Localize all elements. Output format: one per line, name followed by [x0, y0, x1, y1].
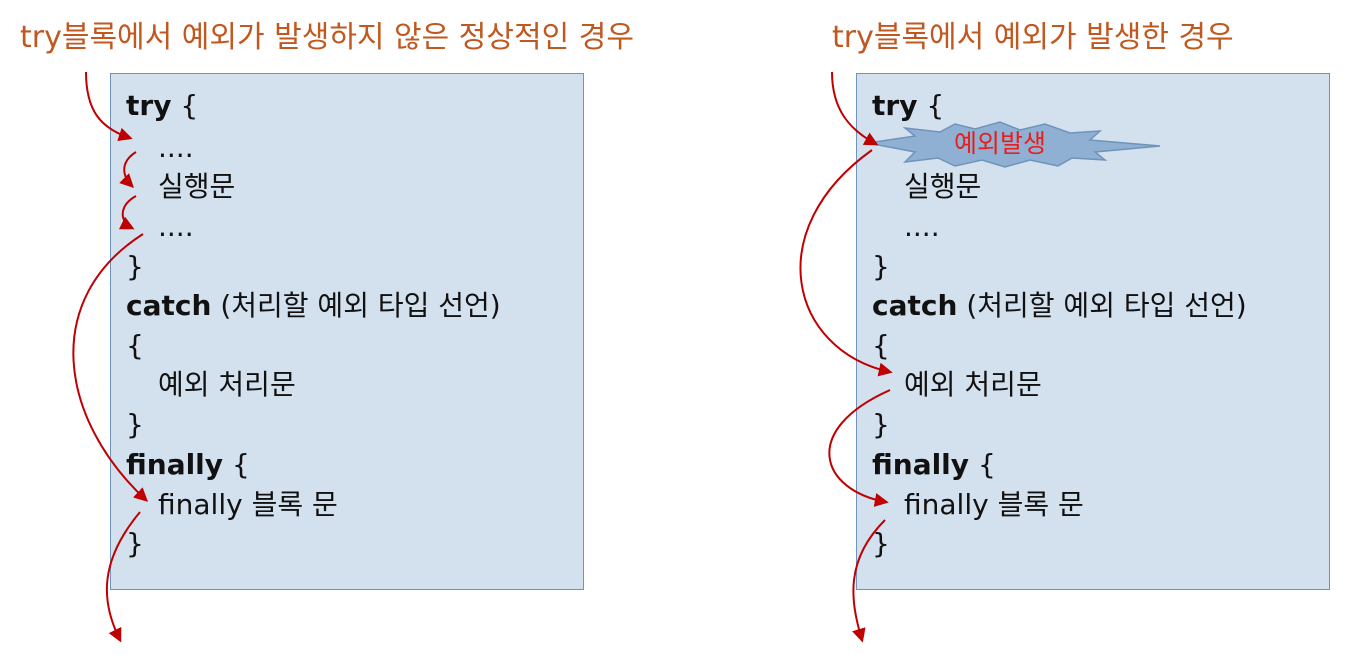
arrow-exit-right	[852, 519, 886, 643]
heading-exception-case: try블록에서 예외가 발생한 경우	[832, 20, 1234, 55]
try-line: try {	[126, 90, 198, 122]
close-brace: }	[872, 527, 890, 560]
catch-keyword: catch	[872, 289, 958, 322]
open-brace: {	[977, 448, 996, 481]
finally-statement: finally 블록 문	[904, 488, 1084, 521]
open-brace: {	[126, 329, 144, 362]
handler-line: 예외 처리문	[904, 368, 1042, 401]
arrow-exit-left	[105, 511, 141, 643]
dots-line: ....	[158, 210, 194, 243]
open-brace: {	[180, 89, 199, 122]
dots-line: ....	[904, 210, 940, 243]
catch-param: (처리할 예외 타입 선언)	[966, 289, 1247, 322]
try-keyword: try	[872, 89, 918, 122]
try-line: try {	[872, 90, 944, 122]
close-brace: }	[872, 408, 890, 441]
arrow-dots-to-statement	[119, 151, 137, 188]
open-brace: {	[872, 329, 890, 362]
try-keyword: try	[126, 89, 172, 122]
finally-keyword: finally	[872, 448, 970, 481]
exception-burst-shape	[867, 121, 1161, 168]
arrow-skip-catch	[72, 233, 149, 502]
close-brace: }	[872, 250, 890, 283]
finally-line: finally {	[126, 449, 250, 481]
open-brace: {	[926, 89, 945, 122]
close-brace: }	[126, 527, 144, 560]
finally-keyword: finally	[126, 448, 224, 481]
finally-statement: finally 블록 문	[158, 488, 338, 521]
open-brace: {	[231, 448, 250, 481]
finally-line: finally {	[872, 449, 996, 481]
catch-param: (처리할 예외 타입 선언)	[220, 289, 501, 322]
handler-line: 예외 처리문	[158, 368, 296, 401]
arrow-catch-to-finally	[828, 389, 891, 507]
catch-keyword: catch	[126, 289, 212, 322]
close-brace: }	[126, 408, 144, 441]
catch-line: catch (처리할 예외 타입 선언)	[126, 290, 501, 322]
catch-line: catch (처리할 예외 타입 선언)	[872, 290, 1247, 322]
code-box-normal	[110, 73, 584, 590]
arrow-enter-try	[85, 71, 133, 142]
arrow-statement-to-dots	[118, 195, 137, 230]
heading-normal-case: try블록에서 예외가 발생하지 않은 정상적인 경우	[20, 20, 634, 55]
dots-line: ....	[158, 131, 194, 164]
arrow-to-catch	[799, 149, 893, 377]
statement-line: 실행문	[158, 170, 236, 203]
close-brace: }	[126, 250, 144, 283]
statement-line: 실행문	[904, 170, 982, 203]
arrow-enter-try-right	[831, 71, 879, 146]
exception-burst-label: 예외발생	[953, 129, 1046, 158]
